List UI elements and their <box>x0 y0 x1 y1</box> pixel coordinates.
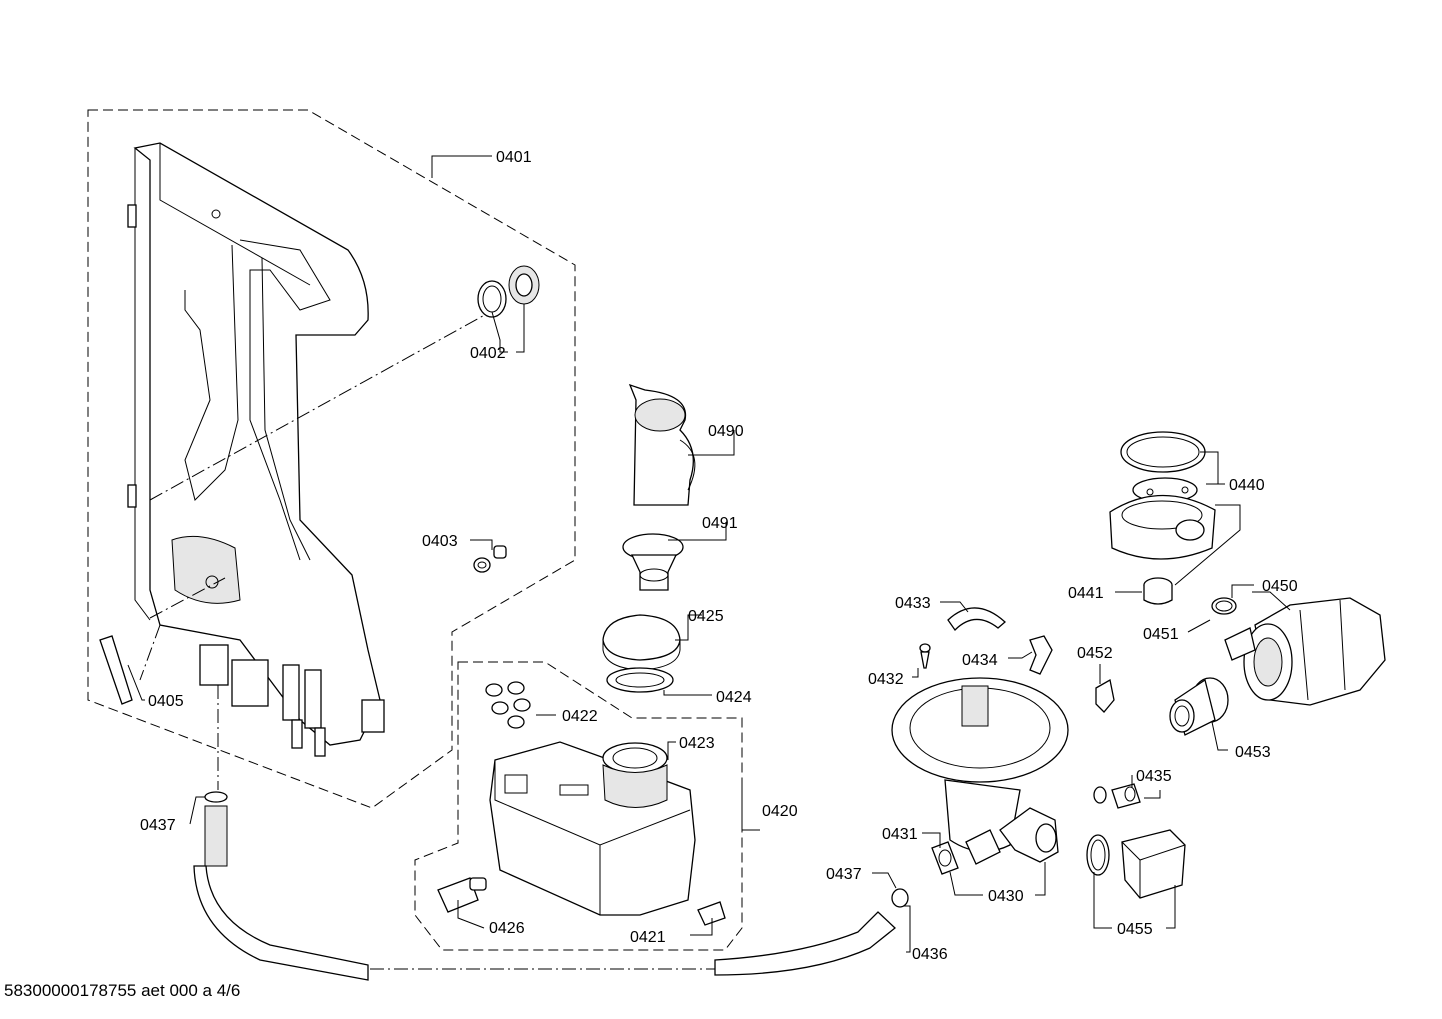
label-0426: 0426 <box>489 920 525 937</box>
small-clip-part <box>1095 678 1115 713</box>
salt-funnel-part <box>628 383 696 506</box>
label-0422: 0422 <box>562 708 598 725</box>
label-0402: 0402 <box>470 345 506 362</box>
pump-connector-part <box>1169 677 1229 736</box>
label-0451: 0451 <box>1143 626 1179 643</box>
water-softener-part <box>489 741 696 916</box>
label-0421: 0421 <box>630 929 666 946</box>
drain-pump-part <box>1086 829 1186 899</box>
fitting-part <box>473 545 507 573</box>
label-0452: 0452 <box>1077 645 1113 662</box>
drain-hose-left <box>193 791 369 981</box>
label-0430: 0430 <box>988 888 1024 905</box>
heat-pump-part <box>1224 597 1386 706</box>
check-valve-part <box>1093 783 1141 809</box>
label-0433: 0433 <box>895 595 931 612</box>
small-rings-part <box>485 681 531 729</box>
label-0440: 0440 <box>1229 477 1265 494</box>
side-panel-part <box>127 142 385 757</box>
bracket-part <box>697 901 726 926</box>
label-0437-right: 0437 <box>826 866 862 883</box>
seal-ring-part <box>477 265 540 318</box>
screw-part <box>919 643 931 669</box>
funnel-part <box>622 533 684 591</box>
label-0450: 0450 <box>1262 578 1298 595</box>
label-0435: 0435 <box>1136 768 1172 785</box>
label-0424: 0424 <box>716 689 752 706</box>
sensor-part <box>1143 577 1173 605</box>
valve-part <box>437 877 487 913</box>
label-0490: 0490 <box>708 423 744 440</box>
label-0420: 0420 <box>762 803 798 820</box>
label-0432: 0432 <box>868 671 904 688</box>
label-0403: 0403 <box>422 533 458 550</box>
assembly-0420-boundary <box>414 661 743 951</box>
label-0441: 0441 <box>1068 585 1104 602</box>
drain-hose-right <box>714 888 909 976</box>
document-id-footer: 58300000178755 aet 000 a 4/6 <box>4 981 241 1000</box>
clip-part <box>99 635 133 705</box>
clamp-part <box>1029 635 1053 675</box>
label-0401: 0401 <box>496 149 532 166</box>
hose-clamp-part <box>1211 597 1237 615</box>
label-0453: 0453 <box>1235 744 1271 761</box>
label-0437-left: 0437 <box>140 817 176 834</box>
label-0425: 0425 <box>688 608 724 625</box>
heater-assembly-part <box>1109 431 1216 560</box>
label-0423: 0423 <box>679 735 715 752</box>
filter-part <box>931 841 959 875</box>
cap-part <box>602 614 681 693</box>
arc-clip-part <box>947 607 1006 632</box>
leader-lines <box>127 155 1291 953</box>
assembly-0401-boundary <box>87 109 576 809</box>
label-0431: 0431 <box>882 826 918 843</box>
label-0434: 0434 <box>962 652 998 669</box>
label-0455: 0455 <box>1117 921 1153 938</box>
label-0491: 0491 <box>702 515 738 532</box>
label-0436: 0436 <box>912 946 948 963</box>
label-0405: 0405 <box>148 693 184 710</box>
pump-sump-part <box>891 677 1069 865</box>
